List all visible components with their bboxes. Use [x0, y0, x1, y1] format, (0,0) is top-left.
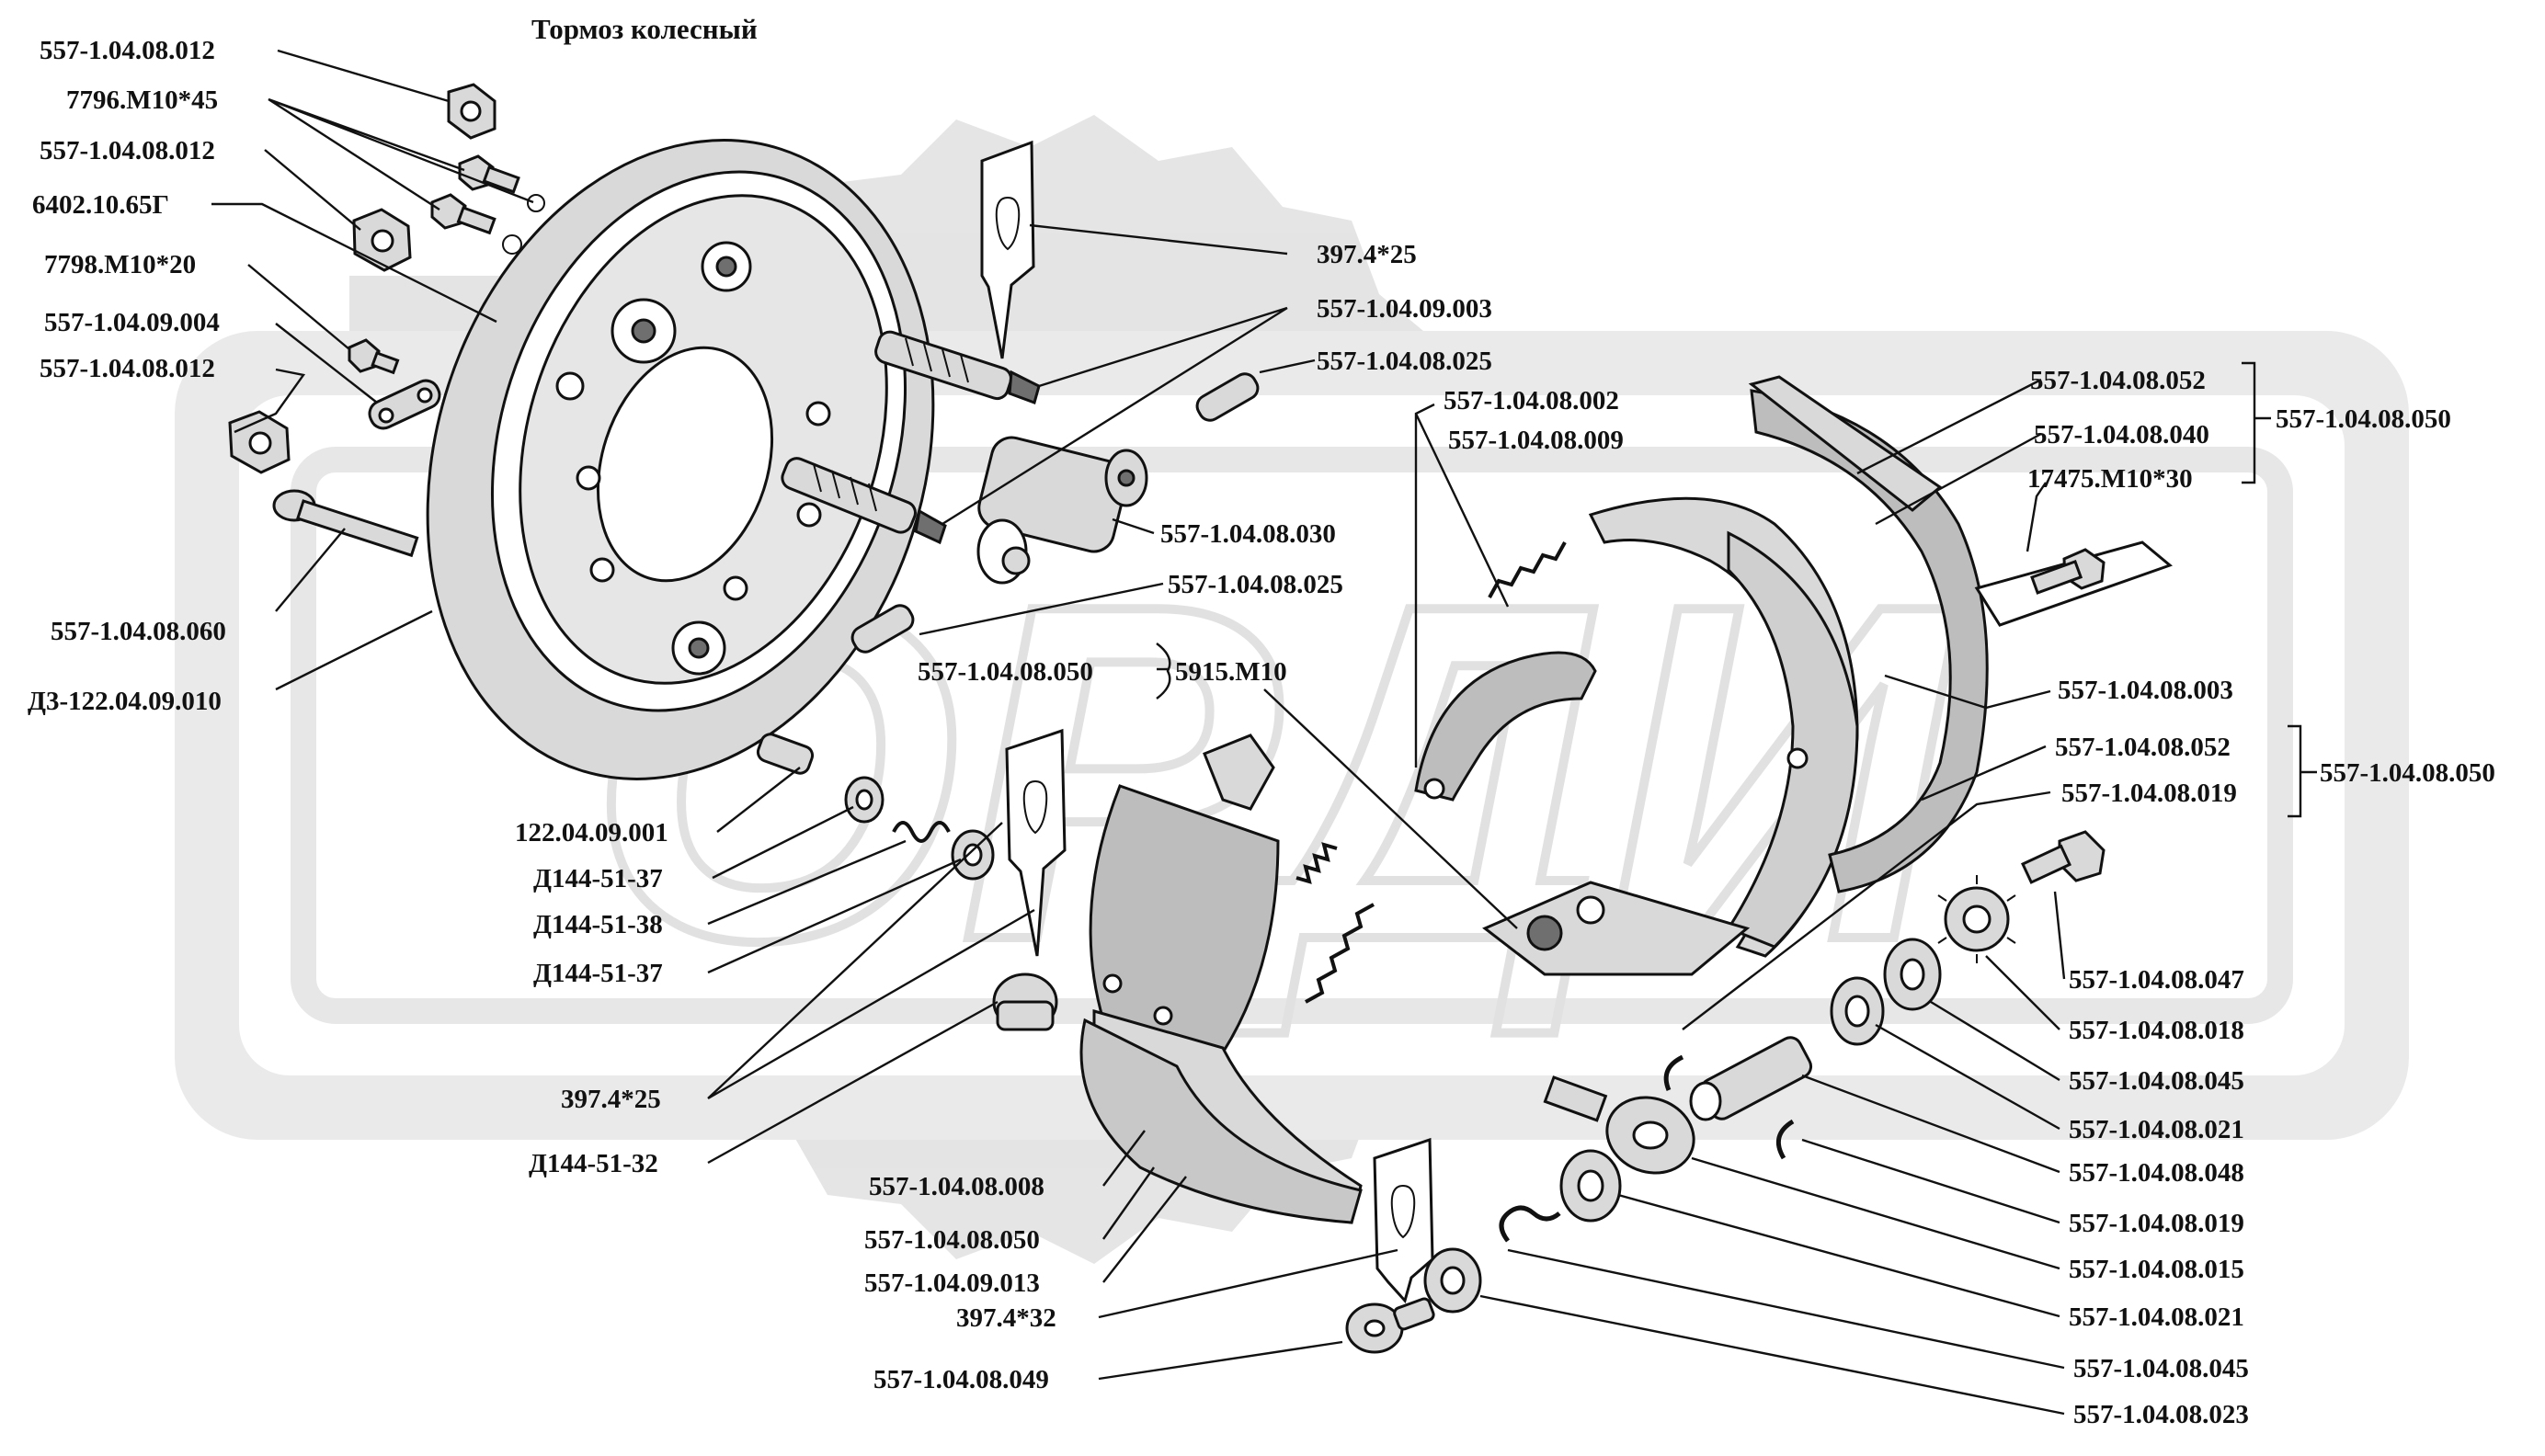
label-part-17: 122.04.09.001: [515, 818, 668, 847]
clip-middle: [1005, 728, 1067, 957]
castle-nut-top: [447, 83, 496, 140]
label-part-05: 7798.М10*20: [44, 250, 196, 279]
label-part-24: 557-1.04.08.050: [864, 1225, 1040, 1255]
label-part-12: 557-1.04.08.025: [1317, 347, 1492, 376]
star-wheel: [1937, 875, 2016, 963]
small-pin: [756, 733, 815, 775]
label-part-09: Д3-122.04.09.010: [28, 687, 222, 716]
adjuster-strut: [1414, 651, 1597, 802]
label-part-21: 397.4*25: [561, 1085, 661, 1114]
label-part-02: 7796.М10*45: [66, 85, 218, 115]
lower-washer-spring: [1423, 1149, 1622, 1314]
bolt-m10x45-bottom: [430, 193, 522, 255]
hex-bolt-right: [2021, 830, 2106, 884]
label-part-11: 557-1.04.09.003: [1317, 294, 1492, 324]
label-part-25: 557-1.04.09.013: [864, 1268, 1040, 1298]
wheel-cylinder: [976, 436, 1148, 585]
label-part-46: 557-1.04.08.045: [2073, 1354, 2249, 1383]
lock-plate: [368, 379, 441, 430]
brake-shoe-right-outer: [1748, 375, 1989, 893]
label-part-39: 557-1.04.08.018: [2069, 1016, 2244, 1045]
label-part-28: 557-1.04.08.002: [1444, 386, 1619, 415]
parts: [228, 83, 2173, 1354]
bolt-m10x45-top: [458, 154, 545, 212]
label-part-42: 557-1.04.08.048: [2069, 1158, 2244, 1188]
label-part-15: 557-1.04.08.050: [918, 657, 1093, 687]
label-part-22: Д144-51-32: [529, 1149, 658, 1178]
label-part-34: 557-1.04.08.003: [2058, 676, 2233, 705]
bolt-m10x30-plate: [1974, 540, 2173, 627]
label-part-20: Д144-51-37: [533, 959, 663, 988]
label-part-01: 557-1.04.08.012: [40, 36, 215, 65]
part-labels: 557-1.04.08.012 7796.М10*45 557-1.04.08.…: [28, 36, 2495, 1429]
label-part-30: 557-1.04.08.052: [2030, 366, 2206, 395]
label-part-13: 557-1.04.08.030: [1160, 519, 1336, 549]
label-part-38: 557-1.04.08.047: [2069, 965, 2244, 995]
bracket-right-top: [2242, 361, 2271, 484]
castle-nut-middle: [352, 208, 412, 272]
pin-lower: [850, 604, 915, 654]
fitting-bottom: [1345, 1297, 1435, 1354]
label-part-19: Д144-51-38: [533, 910, 663, 939]
label-part-35: 557-1.04.08.052: [2055, 733, 2231, 762]
brake-shoe-right-inner: [1588, 496, 1859, 958]
label-part-32: 557-1.04.08.050: [2276, 404, 2451, 434]
adjuster-lower: [781, 457, 947, 545]
snap-ring: [1663, 1054, 1795, 1160]
bolt-m10x20: [348, 338, 400, 375]
plug: [992, 973, 1058, 1031]
label-part-06: 557-1.04.09.004: [44, 308, 220, 337]
label-part-47: 557-1.04.08.023: [2073, 1400, 2249, 1429]
label-part-37: 557-1.04.08.050: [2320, 758, 2495, 788]
return-spring-short: [1295, 842, 1338, 884]
label-part-04: 6402.10.65Г: [32, 190, 169, 220]
long-bolt: [272, 489, 419, 558]
pin-upper: [1195, 372, 1260, 422]
clip-lower: [1373, 1137, 1434, 1304]
label-part-29: 557-1.04.08.009: [1448, 426, 1624, 455]
label-part-36: 557-1.04.08.019: [2061, 779, 2237, 808]
watermark-frame-band: [291, 447, 2293, 1024]
label-part-08: 557-1.04.08.060: [51, 617, 226, 646]
bracket-right-middle: [2288, 724, 2317, 818]
adjuster-screw: [1689, 1036, 1813, 1121]
eye-bolt: [1543, 1075, 1695, 1175]
label-part-41: 557-1.04.08.021: [2069, 1115, 2244, 1144]
washer-1: [844, 776, 884, 824]
label-part-14: 557-1.04.08.025: [1168, 570, 1343, 599]
return-spring-long: [1305, 903, 1375, 1004]
adjuster-upper: [874, 330, 1041, 404]
adjuster-washers: [1830, 938, 1942, 1046]
label-part-03: 557-1.04.08.012: [40, 136, 215, 165]
label-part-27: 557-1.04.08.049: [873, 1365, 1049, 1394]
label-part-10: 397.4*25: [1317, 240, 1417, 269]
label-part-26: 397.4*32: [956, 1303, 1056, 1333]
leader-lines: [211, 49, 2317, 1416]
clip-upper: [980, 140, 1035, 359]
label-part-31: 557-1.04.08.040: [2034, 420, 2209, 449]
label-part-45: 557-1.04.08.021: [2069, 1302, 2244, 1332]
label-part-23: 557-1.04.08.008: [869, 1172, 1044, 1201]
brake-backing-plate: [426, 139, 935, 780]
spring-small: [892, 821, 951, 843]
label-part-18: Д144-51-37: [533, 864, 663, 893]
label-part-16: 5915.М10: [1175, 657, 1287, 687]
label-part-43: 557-1.04.08.019: [2069, 1209, 2244, 1238]
upper-spring: [1488, 541, 1567, 598]
label-part-44: 557-1.04.08.015: [2069, 1255, 2244, 1284]
diagram-title: Тормоз колесный: [531, 13, 758, 45]
label-part-40: 557-1.04.08.045: [2069, 1066, 2244, 1096]
label-part-07: 557-1.04.08.012: [40, 354, 215, 383]
washer-2: [951, 829, 995, 881]
shoe-web-plate: [1482, 881, 1751, 976]
label-part-33: 17475.М10*30: [2027, 464, 2193, 494]
